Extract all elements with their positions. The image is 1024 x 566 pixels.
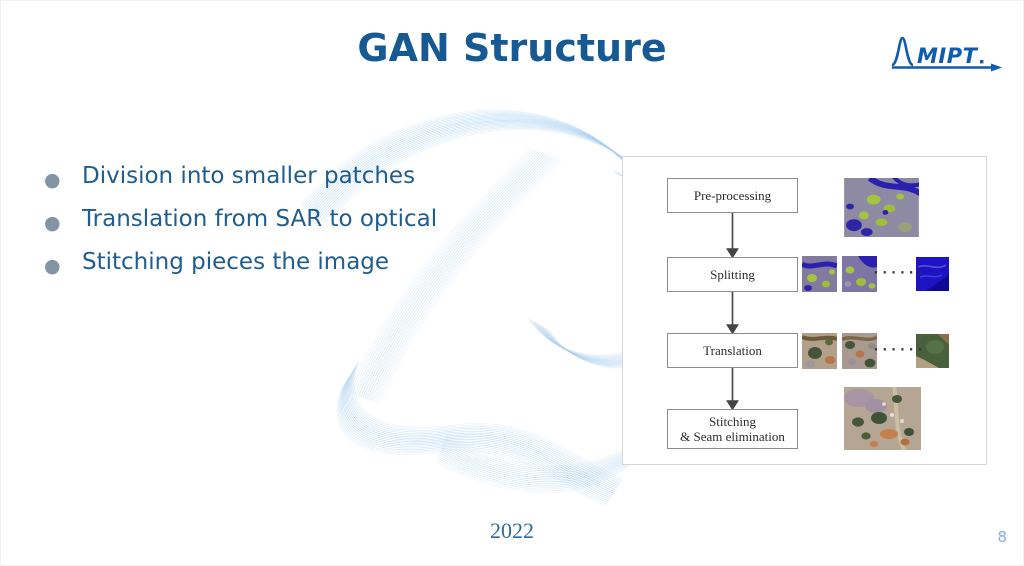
slide-title: GAN Structure — [357, 26, 667, 70]
bullet-item-1: ● Division into smaller patches — [42, 162, 437, 191]
flow-step-label: Translation — [703, 343, 762, 358]
flow-step-preprocessing: Pre-processing — [667, 178, 798, 213]
flow-step-label: Pre-processing — [693, 188, 772, 203]
bullet-text-1: Division into smaller patches — [82, 163, 416, 189]
flow-step-label: Splitting — [710, 267, 755, 282]
bullet-item-2: ● Translation from SAR to optical — [42, 205, 438, 234]
logo-arrow-icon — [991, 63, 1002, 72]
sar-patch-1 — [802, 256, 837, 292]
bullet-item-3: ● Stitching pieces the image — [42, 248, 437, 277]
flowchart-figure: Pre-processing Splitting Translation Sti… — [622, 156, 987, 465]
flow-step-translation: Translation — [667, 333, 798, 368]
sar-source-image — [844, 178, 919, 237]
splitting-ellipsis: ······ — [872, 266, 925, 281]
optical-patch-n — [916, 334, 949, 368]
sar-patch-n — [916, 257, 949, 291]
mipt-logo: MIPT — [891, 36, 1002, 72]
stitched-result-image — [844, 387, 921, 450]
bullet-dot-icon: ● — [44, 255, 61, 277]
bullet-list: ● Division into smaller patches ● Transl… — [42, 162, 437, 291]
bullet-text-2: Translation from SAR to optical — [82, 206, 438, 232]
bullet-text-3: Stitching pieces the image — [82, 249, 390, 275]
flow-step-splitting: Splitting — [667, 257, 798, 292]
optical-patch-2 — [842, 333, 877, 369]
logo-peak-icon — [891, 36, 914, 67]
flow-step-stitching: Stitching & Seam elimination — [667, 409, 798, 449]
logo-text: MIPT — [917, 44, 979, 68]
logo-period-dot — [980, 60, 984, 64]
flow-step-label-line2: & Seam elimination — [680, 429, 785, 444]
page-number: 8 — [997, 528, 1007, 546]
sar-patch-2 — [842, 256, 877, 292]
optical-patch-1 — [802, 333, 837, 369]
footer-year: 2022 — [490, 518, 534, 543]
bullet-dot-icon: ● — [44, 169, 61, 191]
translation-ellipsis: ······ — [872, 343, 925, 358]
flow-step-label: Stitching — [709, 414, 756, 429]
bullet-dot-icon: ● — [44, 212, 61, 234]
